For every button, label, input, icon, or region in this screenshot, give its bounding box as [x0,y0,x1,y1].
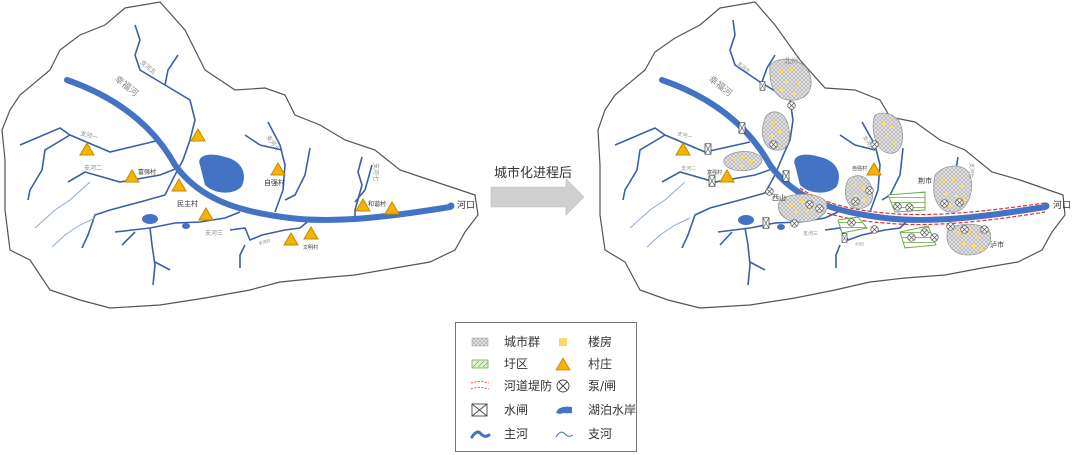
main-river [64,77,453,223]
light-tributary [629,181,686,229]
city-cluster [723,151,763,172]
building-icon [554,335,576,349]
village-label: 富强村 [138,168,156,176]
city-label: 西山 [772,193,786,202]
right-map: 幸福河 河口 支河一 支河二 支河三 支河四 支河五 支河六 支河七 北州 西山… [597,1,1071,309]
polder-icon [470,357,492,371]
tributaries [614,19,961,286]
sluice-icon [470,403,492,417]
tributaries [19,24,373,286]
city-cluster-icon [470,335,492,349]
village-label: 富强村 [707,169,722,176]
tributary-label: 支河二 [84,164,102,172]
legend-item: 城市群 [470,333,540,350]
tributary-label: 支河四 [258,237,271,246]
tributary-label: 支河三 [803,230,818,237]
legend-label: 主河 [504,427,529,441]
tributary-label: 支河四 [855,241,864,246]
outlet-label: 河口 [1053,199,1071,211]
left-map: 幸福河 河口 支河一 支河二 支河三 支河四 支河五 支河六 支河七 富强村 民… [1,1,479,309]
tributary-label: 支河七 [372,163,380,181]
tributary-label: 支河二 [681,165,696,172]
tributary-label: 支河七 [968,163,975,178]
legend-item: 水闸 [470,401,528,418]
light-tributary [646,217,691,248]
city-label: 荆市 [918,176,932,185]
lake-small [777,224,785,230]
legend-item: 泵/闸 [554,377,616,394]
legend-label: 泵/闸 [588,379,617,393]
legend-item: 河道堤防 [470,377,552,394]
pump-gate-icon [554,379,576,393]
city-cluster [946,223,992,256]
watershed-boundary [597,1,1066,309]
village-label: 自强村 [852,165,867,172]
legend-label: 河道堤防 [504,379,553,393]
city-cluster [778,193,828,223]
legend-item: 支河 [554,425,612,442]
tributary-label: 支河三 [205,229,223,237]
legend-item: 楼房 [554,333,612,350]
lake [199,154,245,193]
transition-label: 城市化进程后 [494,166,573,181]
village-label: 和谐村 [368,200,386,208]
tributary-icon [554,427,576,441]
legend-item: 湖泊水岸 [554,401,636,418]
village-label: 民主村 [177,199,198,208]
lake [794,154,840,193]
legend-item: 圩区 [470,355,528,372]
city-cluster [933,165,972,213]
light-tributary [34,181,91,229]
legend-label: 楼房 [588,335,613,349]
transition-arrow [490,178,585,216]
outlet-label: 河口 [457,199,475,211]
river-mouth [1042,202,1050,210]
legend: 城市群 楼房 圩区 村庄 河道堤防 泵/闸 水闸 湖泊水岸 主河 支河 [455,322,637,452]
lake-small [182,223,190,229]
legend-label: 支河 [588,427,613,441]
legend-item: 村庄 [554,355,612,372]
village-icon [554,356,576,371]
legend-label: 城市群 [504,335,541,349]
village-label: 自强村 [264,178,285,187]
lake-small [738,215,754,225]
levee-icon [470,379,492,393]
light-tributary [51,217,96,248]
lake-small [142,214,158,224]
village-label: 文明村 [303,244,318,251]
lake-icon [554,403,576,417]
river-mouth [447,202,455,210]
city-cluster [762,111,790,151]
tributary-label: 支河一 [676,130,692,141]
city-label: 北州 [784,57,798,65]
legend-label: 水闸 [504,403,529,417]
legend-label: 村庄 [588,357,613,371]
legend-label: 圩区 [504,357,529,371]
legend-label: 湖泊水岸 [588,403,637,417]
city-label: 泸市 [990,240,1004,249]
main-river-icon [470,427,492,441]
legend-item: 主河 [470,425,528,442]
